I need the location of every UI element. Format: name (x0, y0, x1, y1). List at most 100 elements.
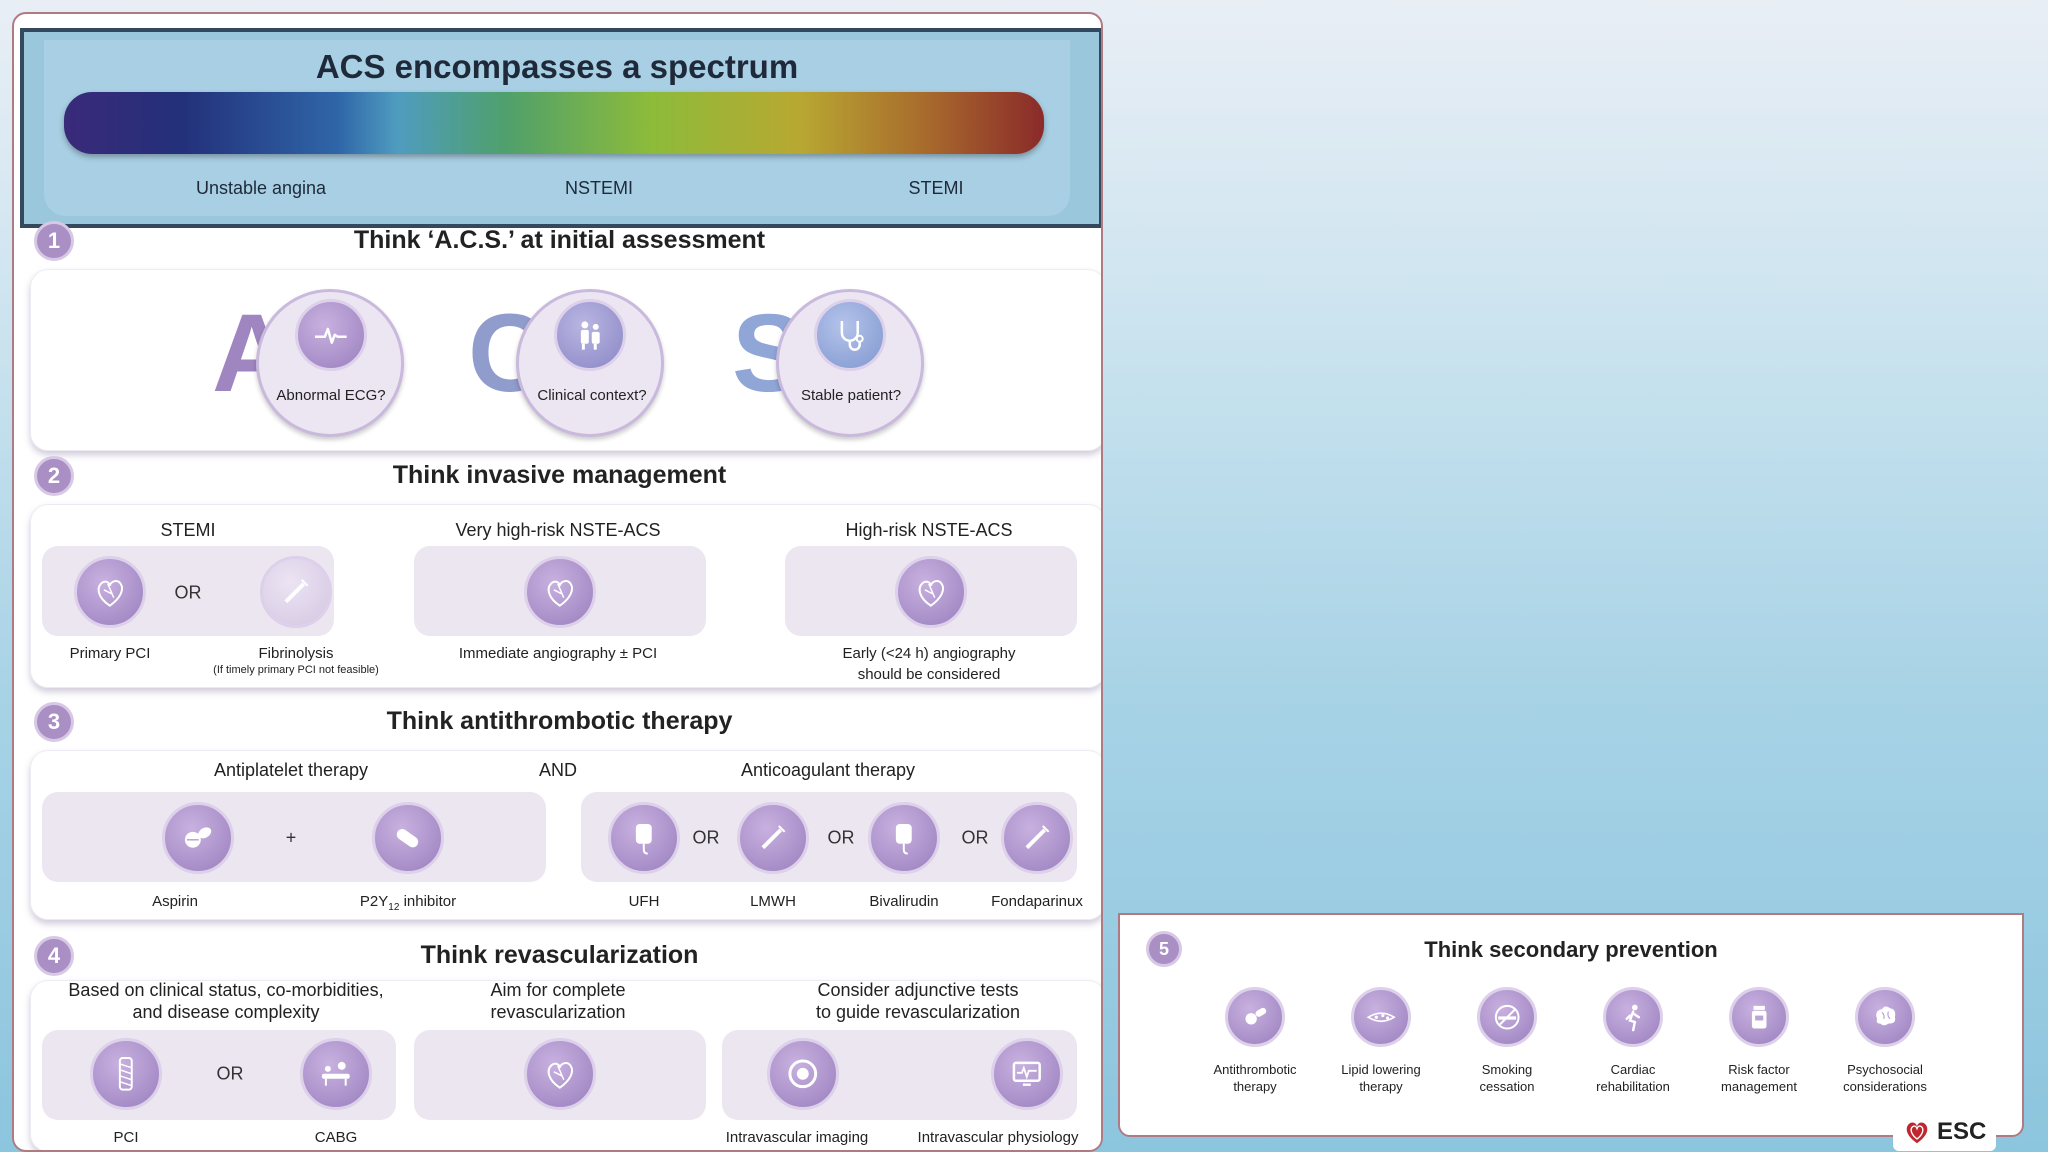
revasc-group-2-line1: Aim for complete (490, 980, 626, 1000)
fibrinolysis-note: (If timely primary PCI not feasible) (213, 664, 379, 676)
spectrum-label-nstemi: NSTEMI (564, 178, 634, 198)
revasc-group-1-line1: Based on clinical status, co-morbidities… (68, 980, 384, 1000)
p2y12-inhibitor-text: inhibitor (403, 893, 457, 910)
spectrum-label-unstable-angina: Unstable angina (195, 178, 327, 198)
step-2-badge: 2 (34, 456, 74, 496)
cabg-caption: CABG (314, 1129, 358, 1146)
step-5-title: Think secondary prevention (1424, 937, 1718, 962)
psychosocial-brain-icon (1855, 987, 1915, 1047)
step-1-title: Think ‘A.C.S.’ at initial assessment (353, 226, 766, 254)
intravascular-physiology-caption: Intravascular physiology (917, 1129, 1079, 1146)
step-4-card: Based on clinical status, co-morbidities… (30, 980, 1101, 1150)
step-3-badge: 3 (34, 702, 74, 742)
fibrinolysis-syringe-icon (260, 556, 332, 628)
step-2-card: STEMI Very high-risk NSTE-ACS High-risk … (30, 504, 1101, 688)
complete-revasc-heart-icon (524, 1038, 596, 1110)
clinical-context-text: Clinical context? (537, 387, 647, 404)
esc-logo-text: ESC (1937, 1118, 1987, 1145)
cardiac-rehabilitation-caption-1: Cardiac (1610, 1062, 1656, 1077)
cardiac-rehabilitation-caption-2: rehabilitation (1596, 1079, 1670, 1094)
step-4-badge: 4 (34, 936, 74, 976)
immediate-angiography-heart-icon (524, 556, 596, 628)
intravascular-imaging-caption: Intravascular imaging (725, 1129, 869, 1146)
revasc-group-1-line2: and disease complexity (132, 1002, 320, 1022)
anticoagulant-heading: Anticoagulant therapy (740, 760, 916, 780)
and-text: AND (538, 760, 578, 780)
ufh-iv-bag-icon (608, 802, 680, 874)
bivalirudin-iv-bag-icon (868, 802, 940, 874)
step-4-title: Think revascularization (420, 941, 699, 969)
aspirin-pill-icon (162, 802, 234, 874)
ecg-icon (295, 299, 367, 371)
fondaparinux-syringe-icon (1001, 802, 1073, 874)
spectrum-title: ACS encompasses a spectrum (315, 48, 799, 85)
intravascular-physiology-icon (991, 1038, 1063, 1110)
pci-caption: PCI (113, 1129, 139, 1146)
cabg-surgery-icon (300, 1038, 372, 1110)
ufh-caption: UFH (628, 893, 660, 910)
revasc-group-2-line2: revascularization (490, 1002, 626, 1022)
risk-factor-management-caption-1: Risk factor (1728, 1062, 1790, 1077)
secondary-prevention-panel: 5 Think secondary prevention Antithrombo… (1118, 913, 2024, 1137)
spectrum-header: ACS encompasses a spectrum Unstable angi… (20, 28, 1101, 228)
aspirin-caption: Aspirin (152, 893, 198, 910)
revasc-group-3-line1: Consider adjunctive tests (817, 980, 1019, 1000)
primary-pci-caption: Primary PCI (69, 645, 151, 662)
high-risk-heading: High-risk NSTE-ACS (845, 520, 1013, 540)
stable-patient-label: Stable patient? (796, 386, 906, 406)
psychosocial-caption-1: Psychosocial (1847, 1062, 1923, 1077)
smoking-cessation-icon (1477, 987, 1537, 1047)
lipid-lowering-icon (1351, 987, 1411, 1047)
esc-heart-icon (1906, 1122, 1928, 1144)
step-3-title: Think antithrombotic therapy (386, 707, 733, 735)
antiplatelet-pill (42, 792, 546, 882)
lmwh-syringe-icon (737, 802, 809, 874)
risk-factor-management-icon (1729, 987, 1789, 1047)
revasc-group-3-line2: to guide revascularization (815, 1002, 1021, 1022)
stemi-heading: STEMI (160, 520, 216, 540)
pci-stent-icon (90, 1038, 162, 1110)
p2y12-caption: P2Y12 inhibitor (360, 892, 456, 914)
anticoagulant-or-1: OR (692, 827, 720, 848)
fondaparinux-caption: Fondaparinux (991, 893, 1083, 910)
stemi-or-text: OR (174, 582, 202, 603)
smoking-cessation-caption-1: Smoking (1481, 1062, 1533, 1077)
antithrombotic-therapy-caption-1: Antithrombotic (1213, 1062, 1297, 1077)
step-1-card: A Abnormal ECG? C Clinical context? S St… (30, 269, 1101, 451)
p2y12-text: P2Y (359, 893, 389, 910)
cardiac-rehabilitation-icon (1603, 987, 1663, 1047)
step-2-title: Think invasive management (392, 461, 727, 489)
bivalirudin-caption: Bivalirudin (869, 893, 939, 910)
stethoscope-icon (814, 299, 886, 371)
lmwh-caption: LMWH (750, 893, 796, 910)
stable-patient-text: Stable patient? (800, 387, 902, 404)
antithrombotic-therapy-caption-2: therapy (1233, 1079, 1277, 1094)
lipid-lowering-caption-1: Lipid lowering (1341, 1062, 1421, 1077)
very-high-risk-heading: Very high-risk NSTE-ACS (455, 520, 661, 540)
lipid-lowering-caption-2: therapy (1359, 1079, 1403, 1094)
psychosocial-caption-2: considerations (1843, 1079, 1927, 1094)
clinician-patient-icon (554, 299, 626, 371)
anticoagulant-or-3: OR (961, 827, 989, 848)
early-angiography-caption-line2: should be considered (857, 666, 1001, 683)
p2y12-subscript: 12 (388, 902, 400, 913)
early-angiography-caption-line1: Early (<24 h) angiography (842, 645, 1016, 662)
esc-logo: ESC (1893, 1113, 1997, 1151)
antiplatelet-plus: + (285, 827, 297, 848)
spectrum-inner: ACS encompasses a spectrum Unstable angi… (44, 40, 1070, 216)
p2y12-capsule-icon (372, 802, 444, 874)
immediate-angiography-caption: Immediate angiography ± PCI (458, 645, 658, 662)
step-5-badge: 5 (1146, 931, 1182, 967)
smoking-cessation-caption-2: cessation (1479, 1079, 1535, 1094)
primary-pci-heart-icon (74, 556, 146, 628)
abnormal-ecg-label: Abnormal ECG? (276, 386, 386, 406)
abnormal-ecg-text: Abnormal ECG? (276, 387, 386, 404)
anticoagulant-or-2: OR (827, 827, 855, 848)
acs-infographic-panel: ACS encompasses a spectrum Unstable angi… (12, 12, 1103, 1152)
fibrinolysis-caption: Fibrinolysis (258, 645, 334, 662)
antiplatelet-heading: Antiplatelet therapy (213, 760, 369, 780)
intravascular-imaging-icon (767, 1038, 839, 1110)
risk-factor-management-caption-2: management (1721, 1079, 1797, 1094)
step-3-card: Antiplatelet therapy AND Anticoagulant t… (30, 750, 1101, 920)
pci-cabg-or: OR (216, 1063, 244, 1084)
